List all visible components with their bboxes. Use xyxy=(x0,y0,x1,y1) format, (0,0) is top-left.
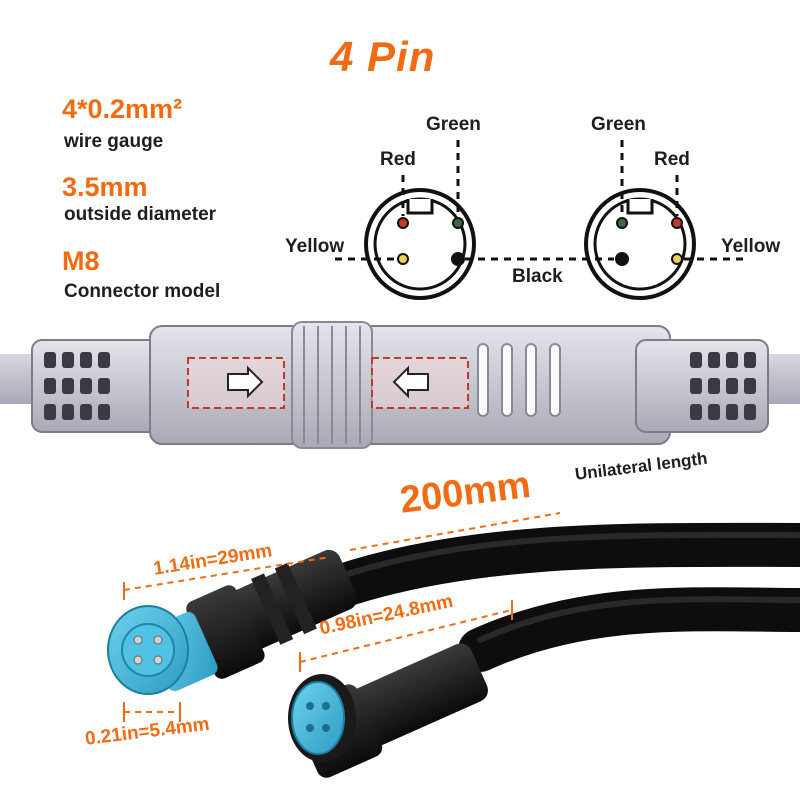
right-pin-diagram xyxy=(584,188,696,300)
black-pin-dot xyxy=(451,252,465,266)
spec-diameter-label: outside diameter xyxy=(64,204,217,225)
female-connector-face xyxy=(288,674,356,762)
male-connector-face xyxy=(107,605,189,695)
left-green-label: Green xyxy=(426,114,481,135)
arrow-right-icon xyxy=(227,365,264,399)
yellow-pin-dot xyxy=(397,253,409,265)
spec-model-value: M8 xyxy=(62,246,100,276)
pin-leader-lines xyxy=(335,140,745,261)
black-cables xyxy=(308,522,800,672)
red-pin-dot xyxy=(397,217,409,229)
right-red-label: Red xyxy=(654,149,690,170)
left-pin-diagram xyxy=(364,188,476,300)
arrow-left-icon xyxy=(392,365,429,399)
housing-connector xyxy=(0,321,800,449)
black-label: Black xyxy=(512,266,563,287)
dimension-lines xyxy=(123,512,561,722)
yellow-pin-dot xyxy=(671,253,683,265)
spec-diameter-value: 3.5mm xyxy=(62,172,148,202)
spec-model-label: Connector model xyxy=(64,281,221,302)
left-red-label: Red xyxy=(380,149,416,170)
right-green-label: Green xyxy=(591,114,646,135)
spec-wire-gauge-label: wire gauge xyxy=(64,131,164,152)
red-pin-dot xyxy=(671,217,683,229)
left-yellow-label: Yellow xyxy=(285,236,345,257)
page-title: 4 Pin xyxy=(330,33,436,80)
green-pin-dot xyxy=(452,217,464,229)
black-pin-dot xyxy=(615,252,629,266)
right-yellow-label: Yellow xyxy=(721,236,781,257)
spec-wire-gauge-value: 4*0.2mm² xyxy=(62,94,183,124)
green-pin-dot xyxy=(616,217,628,229)
